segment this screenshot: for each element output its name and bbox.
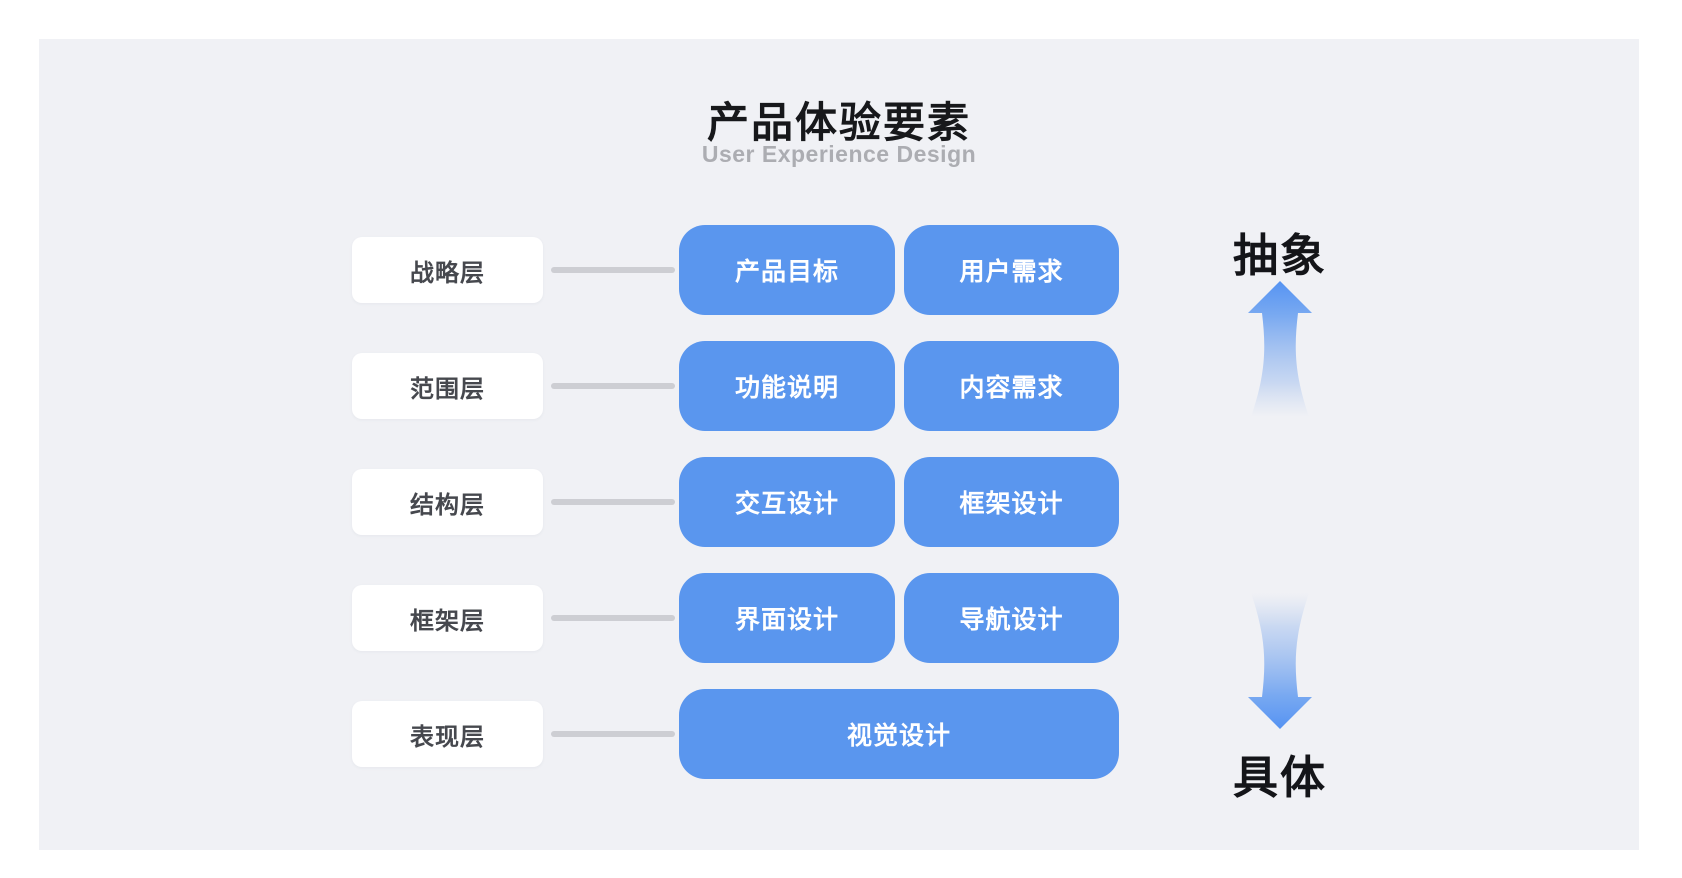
layer-label: 战略层 bbox=[352, 237, 543, 303]
axis-concrete-label: 具体 bbox=[1232, 752, 1327, 803]
layer-row-scope: 范围层 功能说明 内容需求 bbox=[39, 341, 1639, 431]
layer-row-strategy: 战略层 产品目标 用户需求 bbox=[39, 225, 1639, 315]
layer-row-surface: 表现层 视觉设计 bbox=[39, 689, 1639, 779]
layer-label: 表现层 bbox=[352, 701, 543, 767]
layer-label: 框架层 bbox=[352, 585, 543, 651]
node-interface-design: 界面设计 bbox=[679, 573, 895, 663]
node-user-needs: 用户需求 bbox=[904, 225, 1119, 315]
node-functional-specs: 功能说明 bbox=[679, 341, 895, 431]
connector-line bbox=[551, 383, 675, 389]
concrete-down-arrow-icon bbox=[1248, 593, 1312, 729]
layer-label: 范围层 bbox=[352, 353, 543, 419]
abstract-up-arrow-icon bbox=[1248, 281, 1312, 417]
layer-label: 结构层 bbox=[352, 469, 543, 535]
axis-abstract-label: 抽象 bbox=[1232, 230, 1327, 281]
diagram-panel: 产品体验要素 User Experience Design 战略层 产品目标 用… bbox=[39, 39, 1639, 850]
connector-line bbox=[551, 499, 675, 505]
page-title: 产品体验要素 bbox=[706, 99, 971, 146]
node-content-requirements: 内容需求 bbox=[904, 341, 1119, 431]
connector-line bbox=[551, 731, 675, 737]
page-subtitle: User Experience Design bbox=[701, 141, 977, 167]
layer-row-skeleton: 框架层 界面设计 导航设计 bbox=[39, 573, 1639, 663]
node-product-goals: 产品目标 bbox=[679, 225, 895, 315]
node-navigation-design: 导航设计 bbox=[904, 573, 1119, 663]
layer-row-structure: 结构层 交互设计 框架设计 bbox=[39, 457, 1639, 547]
node-interaction-design: 交互设计 bbox=[679, 457, 895, 547]
node-visual-design: 视觉设计 bbox=[679, 689, 1119, 779]
connector-line bbox=[551, 615, 675, 621]
node-framework-design: 框架设计 bbox=[904, 457, 1119, 547]
connector-line bbox=[551, 267, 675, 273]
